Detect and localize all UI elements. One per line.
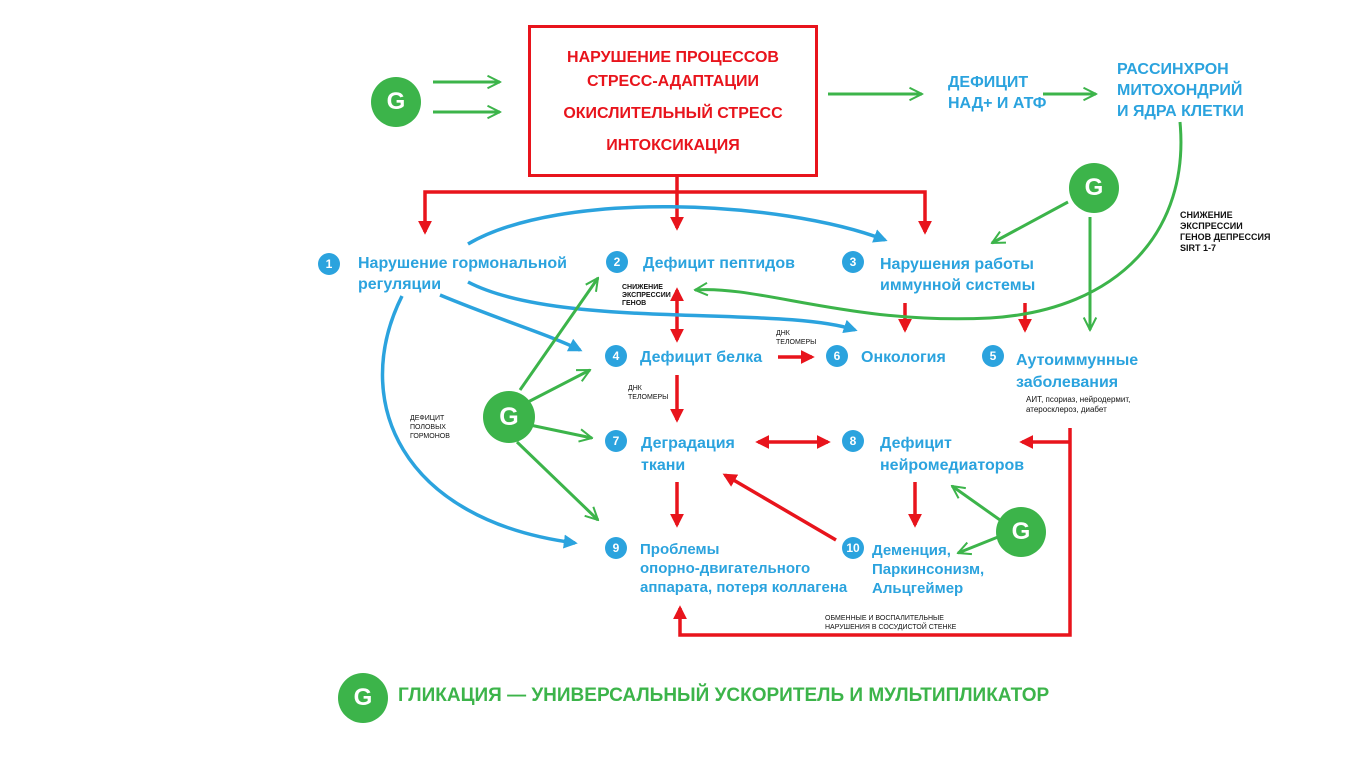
arrow-hormonal-musculo	[380, 295, 578, 549]
node-4-number: 4	[605, 345, 627, 367]
arrow-box-to-hormonal	[418, 190, 677, 235]
node-4-label-1: Дефицит белка	[640, 349, 763, 366]
arrow-g3-musculo	[515, 440, 598, 520]
blue-arrows	[380, 204, 888, 549]
glycation-g-icon: G	[1069, 163, 1119, 213]
node-1-label-1: Нарушение гормональной	[358, 255, 568, 272]
expr-note-1: СНИЖЕНИЕ	[622, 284, 663, 291]
expr-note-3: ГЕНОВ	[622, 300, 647, 307]
dna-note-b-2: ТЕЛОМЕРЫ	[628, 394, 669, 401]
sex-note-3: ГОРМОНОВ	[410, 433, 450, 440]
node-9-label-2: опорно-двигательного	[640, 560, 811, 577]
vascular-note-1: ОБМЕННЫЕ И ВОСПАЛИТЕЛЬНЫЕ	[825, 615, 944, 622]
arrow-hormonal-immune	[467, 204, 888, 246]
stress-line-1: НАРУШЕНИЕ ПРОЦЕССОВ	[567, 49, 779, 66]
node-2-label-1: Дефицит пептидов	[643, 255, 795, 272]
dna-note-b-1: ДНК	[628, 385, 642, 392]
legend-g-icon: G	[338, 673, 388, 723]
stress-box: НАРУШЕНИЕ ПРОЦЕССОВ СТРЕСС-АДАПТАЦИИ ОКИ…	[528, 25, 818, 177]
sirt-note-1: СНИЖЕНИЕ	[1180, 210, 1233, 220]
glycation-g-icon: G	[483, 391, 535, 443]
sirt-note-3: ГЕНОВ ДЕПРЕССИЯ	[1180, 232, 1271, 242]
green-arrows	[433, 82, 1183, 553]
node-6-label-1: Онкология	[861, 349, 946, 366]
node-9-label-3: аппарата, потеря коллагена	[640, 579, 848, 596]
node-10-label-3: Альцгеймер	[872, 580, 964, 597]
node-8-number: 8	[842, 430, 864, 452]
node-3-label-1: Нарушения работы	[880, 256, 1034, 273]
stress-line-3: ОКИСЛИТЕЛЬНЫЙ СТРЕСС	[563, 105, 783, 122]
red-arrows	[418, 177, 1072, 637]
node-7-label-1: Деградация	[641, 435, 735, 452]
stress-line-2: СТРЕСС-АДАПТАЦИИ	[586, 73, 760, 90]
glycation-g-icon: G	[996, 507, 1046, 557]
mito-label-3: И ЯДРА КЛЕТКИ	[1117, 103, 1244, 120]
arrow-box-to-immune	[677, 190, 932, 235]
sex-note-1: ДЕФИЦИТ	[410, 415, 445, 422]
nad-label-2: НАД+ И АТФ	[948, 95, 1047, 112]
node-5-label-2: заболевания	[1016, 374, 1119, 391]
dna-note-a-1: ДНК	[776, 330, 790, 337]
node-1-number: 1	[318, 253, 340, 275]
dna-note-a-2: ТЕЛОМЕРЫ	[776, 339, 817, 346]
arrow-mito-peptides	[695, 121, 1183, 321]
autoimmune-note-2: атеросклероз, диабет	[1026, 405, 1107, 414]
sirt-note-4: SIRT 1-7	[1180, 243, 1217, 253]
arrow-g4-dementia	[958, 535, 999, 553]
arrow-g3-degradation	[529, 423, 592, 438]
mito-label-1: РАССИНХРОН	[1117, 61, 1229, 78]
node-1-label-2: регуляции	[358, 276, 442, 293]
node-9-number: 9	[605, 537, 627, 559]
node-5-number: 5	[982, 345, 1004, 367]
node-3-number: 3	[842, 251, 864, 273]
node-7-label-2: ткани	[641, 457, 686, 474]
stress-line-4: ИНТОКСИКАЦИЯ	[606, 137, 740, 154]
node-8-label-2: нейромедиаторов	[880, 457, 1025, 474]
expr-note-2: ЭКСПРЕССИИ	[622, 292, 671, 299]
glycation-g-icon: G	[371, 77, 421, 127]
node-9-label-1: Проблемы	[640, 541, 720, 558]
nad-label-1: ДЕФИЦИТ	[948, 74, 1029, 91]
node-10-label-1: Деменция,	[872, 542, 951, 559]
arrow-dementia-degradation	[722, 473, 837, 542]
node-8-label-1: Дефицит	[880, 435, 952, 452]
legend-text: ГЛИКАЦИЯ — УНИВЕРСАЛЬНЫЙ УСКОРИТЕЛЬ И МУ…	[398, 685, 1050, 706]
sex-note-2: ПОЛОВЫХ	[410, 424, 446, 431]
arrow-g4-neuro	[952, 486, 1001, 522]
arrow-hormonal-oncology	[467, 280, 858, 334]
autoimmune-note-1: АИТ, псориаз, нейродермит,	[1026, 395, 1131, 404]
arrow-g3-peptides	[518, 278, 598, 391]
node-2-number: 2	[606, 251, 628, 273]
node-6-number: 6	[826, 345, 848, 367]
node-3-label-2: иммунной системы	[880, 277, 1036, 294]
node-5-label-1: Аутоиммунные	[1016, 352, 1139, 369]
arrow-hormonal-protein	[439, 293, 583, 352]
sirt-note-2: ЭКСПРЕССИИ	[1180, 221, 1243, 231]
arrow-g2-immune	[992, 200, 1069, 245]
node-7-number: 7	[605, 430, 627, 452]
vascular-note-2: НАРУШЕНИЯ В СОСУДИСТОЙ СТЕНКЕ	[825, 624, 957, 631]
arrow-vascular-musculo	[673, 428, 1072, 637]
mito-label-2: МИТОХОНДРИЙ	[1117, 82, 1243, 99]
node-10-number: 10	[842, 537, 864, 559]
arrow-g3-protein	[527, 368, 590, 404]
node-10-label-2: Паркинсонизм,	[872, 561, 985, 578]
